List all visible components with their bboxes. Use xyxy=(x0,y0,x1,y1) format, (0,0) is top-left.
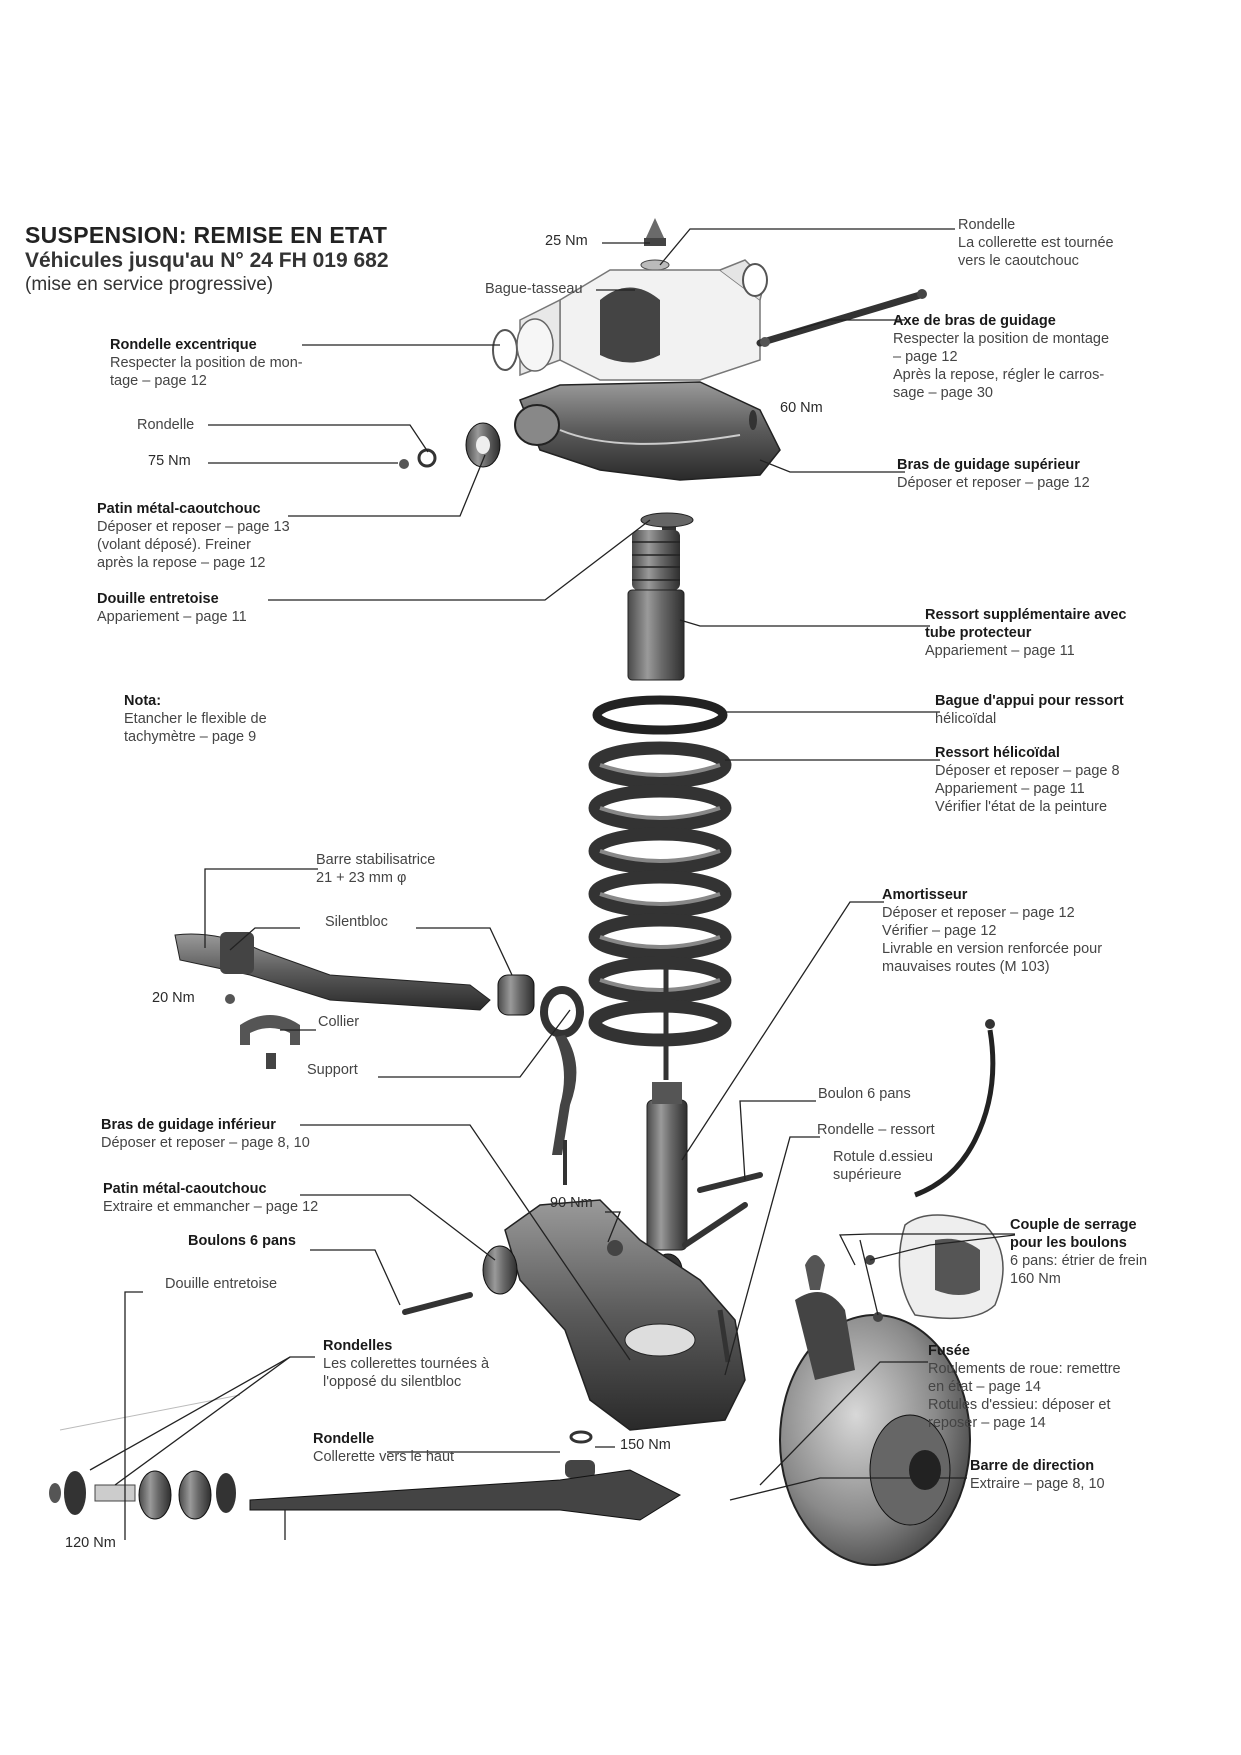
label-support: Support xyxy=(307,1062,358,1078)
torque-75: 75 Nm xyxy=(148,453,191,469)
label-fusee: Fusée Roulements de roue: remettre en ét… xyxy=(928,1343,1121,1431)
label-boulons-6: Boulons 6 pans xyxy=(188,1233,296,1249)
label-bras-sup: Bras de guidage supérieur Déposer et rep… xyxy=(897,457,1090,491)
label-bague-tasseau: Bague-tasseau xyxy=(485,281,583,297)
lower-control-arm-part xyxy=(504,1199,746,1431)
bump-stop-part xyxy=(627,530,685,681)
label-ressort-supp: Ressort supplémentaire avec tube protect… xyxy=(925,607,1127,659)
label-patin-2: Patin métal-caoutchouc Extraire et emman… xyxy=(103,1181,319,1215)
guide-arm-axle-part xyxy=(756,291,924,347)
page-title: SUSPENSION: REMISE EN ETAT xyxy=(25,222,388,248)
upper-ball-joint-part xyxy=(805,1255,825,1290)
label-silentbloc: Silentbloc xyxy=(325,914,388,930)
label-douille-2: Douille entretoise xyxy=(165,1276,278,1292)
support-part xyxy=(540,986,584,1038)
label-nota: Nota: Etancher le flexible de tachymètre… xyxy=(124,693,267,745)
shock-absorber-part xyxy=(646,1099,688,1251)
torque-150: 150 Nm xyxy=(620,1437,671,1453)
leader-lines xyxy=(89,228,1016,1540)
label-ressort-heli: Ressort hélicoïdal Déposer et reposer – … xyxy=(935,745,1120,815)
label-collier: Collier xyxy=(318,1014,360,1030)
eccentric-washer-part xyxy=(492,329,518,371)
header: SUSPENSION: REMISE EN ETAT Véhicules jus… xyxy=(25,222,389,296)
page-subtitle: Véhicules jusqu'au N° 24 FH 019 682 xyxy=(25,249,389,272)
hex-bolt-part xyxy=(697,1172,763,1193)
tie-rod-part xyxy=(249,1469,682,1521)
label-amortisseur: Amortisseur Déposer et reposer – page 12… xyxy=(882,887,1103,975)
silentbloc-2-part xyxy=(497,974,535,1016)
label-axe-bras: Axe de bras de guidage Respecter la posi… xyxy=(893,313,1110,401)
silentbloc-part xyxy=(220,932,254,974)
steering-knuckle-part xyxy=(795,1292,855,1380)
page-note: (mise en service progressive) xyxy=(25,274,274,295)
torque-90: 90 Nm xyxy=(550,1195,593,1211)
label-couple: Couple de serrage pour les boulons 6 pan… xyxy=(1010,1217,1148,1287)
label-barre-stab: Barre stabilisatrice 21 + 23 mm φ xyxy=(316,852,436,886)
torque-25: 25 Nm xyxy=(545,233,588,249)
label-rondelle-excentrique: Rondelle excentrique Respecter la positi… xyxy=(110,337,303,389)
top-washer xyxy=(640,259,670,271)
torque-60: 60 Nm xyxy=(780,400,823,416)
hex-bolts-part xyxy=(402,1292,473,1315)
spring-seat-part xyxy=(592,695,728,735)
label-rondelle-ressort: Rondelle – ressort xyxy=(817,1122,935,1138)
label-rondelles: Rondelles Les collerettes tournées à l'o… xyxy=(323,1338,490,1390)
label-rondelle-top: Rondelle La collerette est tournée vers … xyxy=(958,217,1114,269)
label-rotule: Rotule d.essieu supérieure xyxy=(833,1149,933,1183)
torque-120: 120 Nm xyxy=(65,1535,116,1551)
torque-20: 20 Nm xyxy=(152,990,195,1006)
label-bras-inf: Bras de guidage inférieur Déposer et rep… xyxy=(101,1117,310,1151)
spacer-sleeve-part xyxy=(94,1484,136,1502)
metal-rubber-bush-lower xyxy=(482,1245,518,1295)
collar-part xyxy=(240,1015,300,1045)
label-boulon-6: Boulon 6 pans xyxy=(818,1086,911,1102)
coil-spring-part xyxy=(588,741,732,1047)
top-nut xyxy=(644,218,666,246)
label-rondelle-bas: Rondelle Collerette vers le haut xyxy=(313,1431,455,1465)
label-douille-1: Douille entretoise Appariement – page 11 xyxy=(97,591,247,625)
label-rondelle-left: Rondelle xyxy=(137,417,195,433)
label-barre-dir: Barre de direction Extraire – page 8, 10 xyxy=(970,1458,1105,1492)
label-bague-appui: Bague d'appui pour ressort hélicoïdal xyxy=(935,693,1124,727)
label-patin-1: Patin métal-caoutchouc Déposer et repose… xyxy=(97,501,290,571)
brake-hose-part xyxy=(914,1029,996,1198)
upper-control-arm-part xyxy=(519,381,781,481)
